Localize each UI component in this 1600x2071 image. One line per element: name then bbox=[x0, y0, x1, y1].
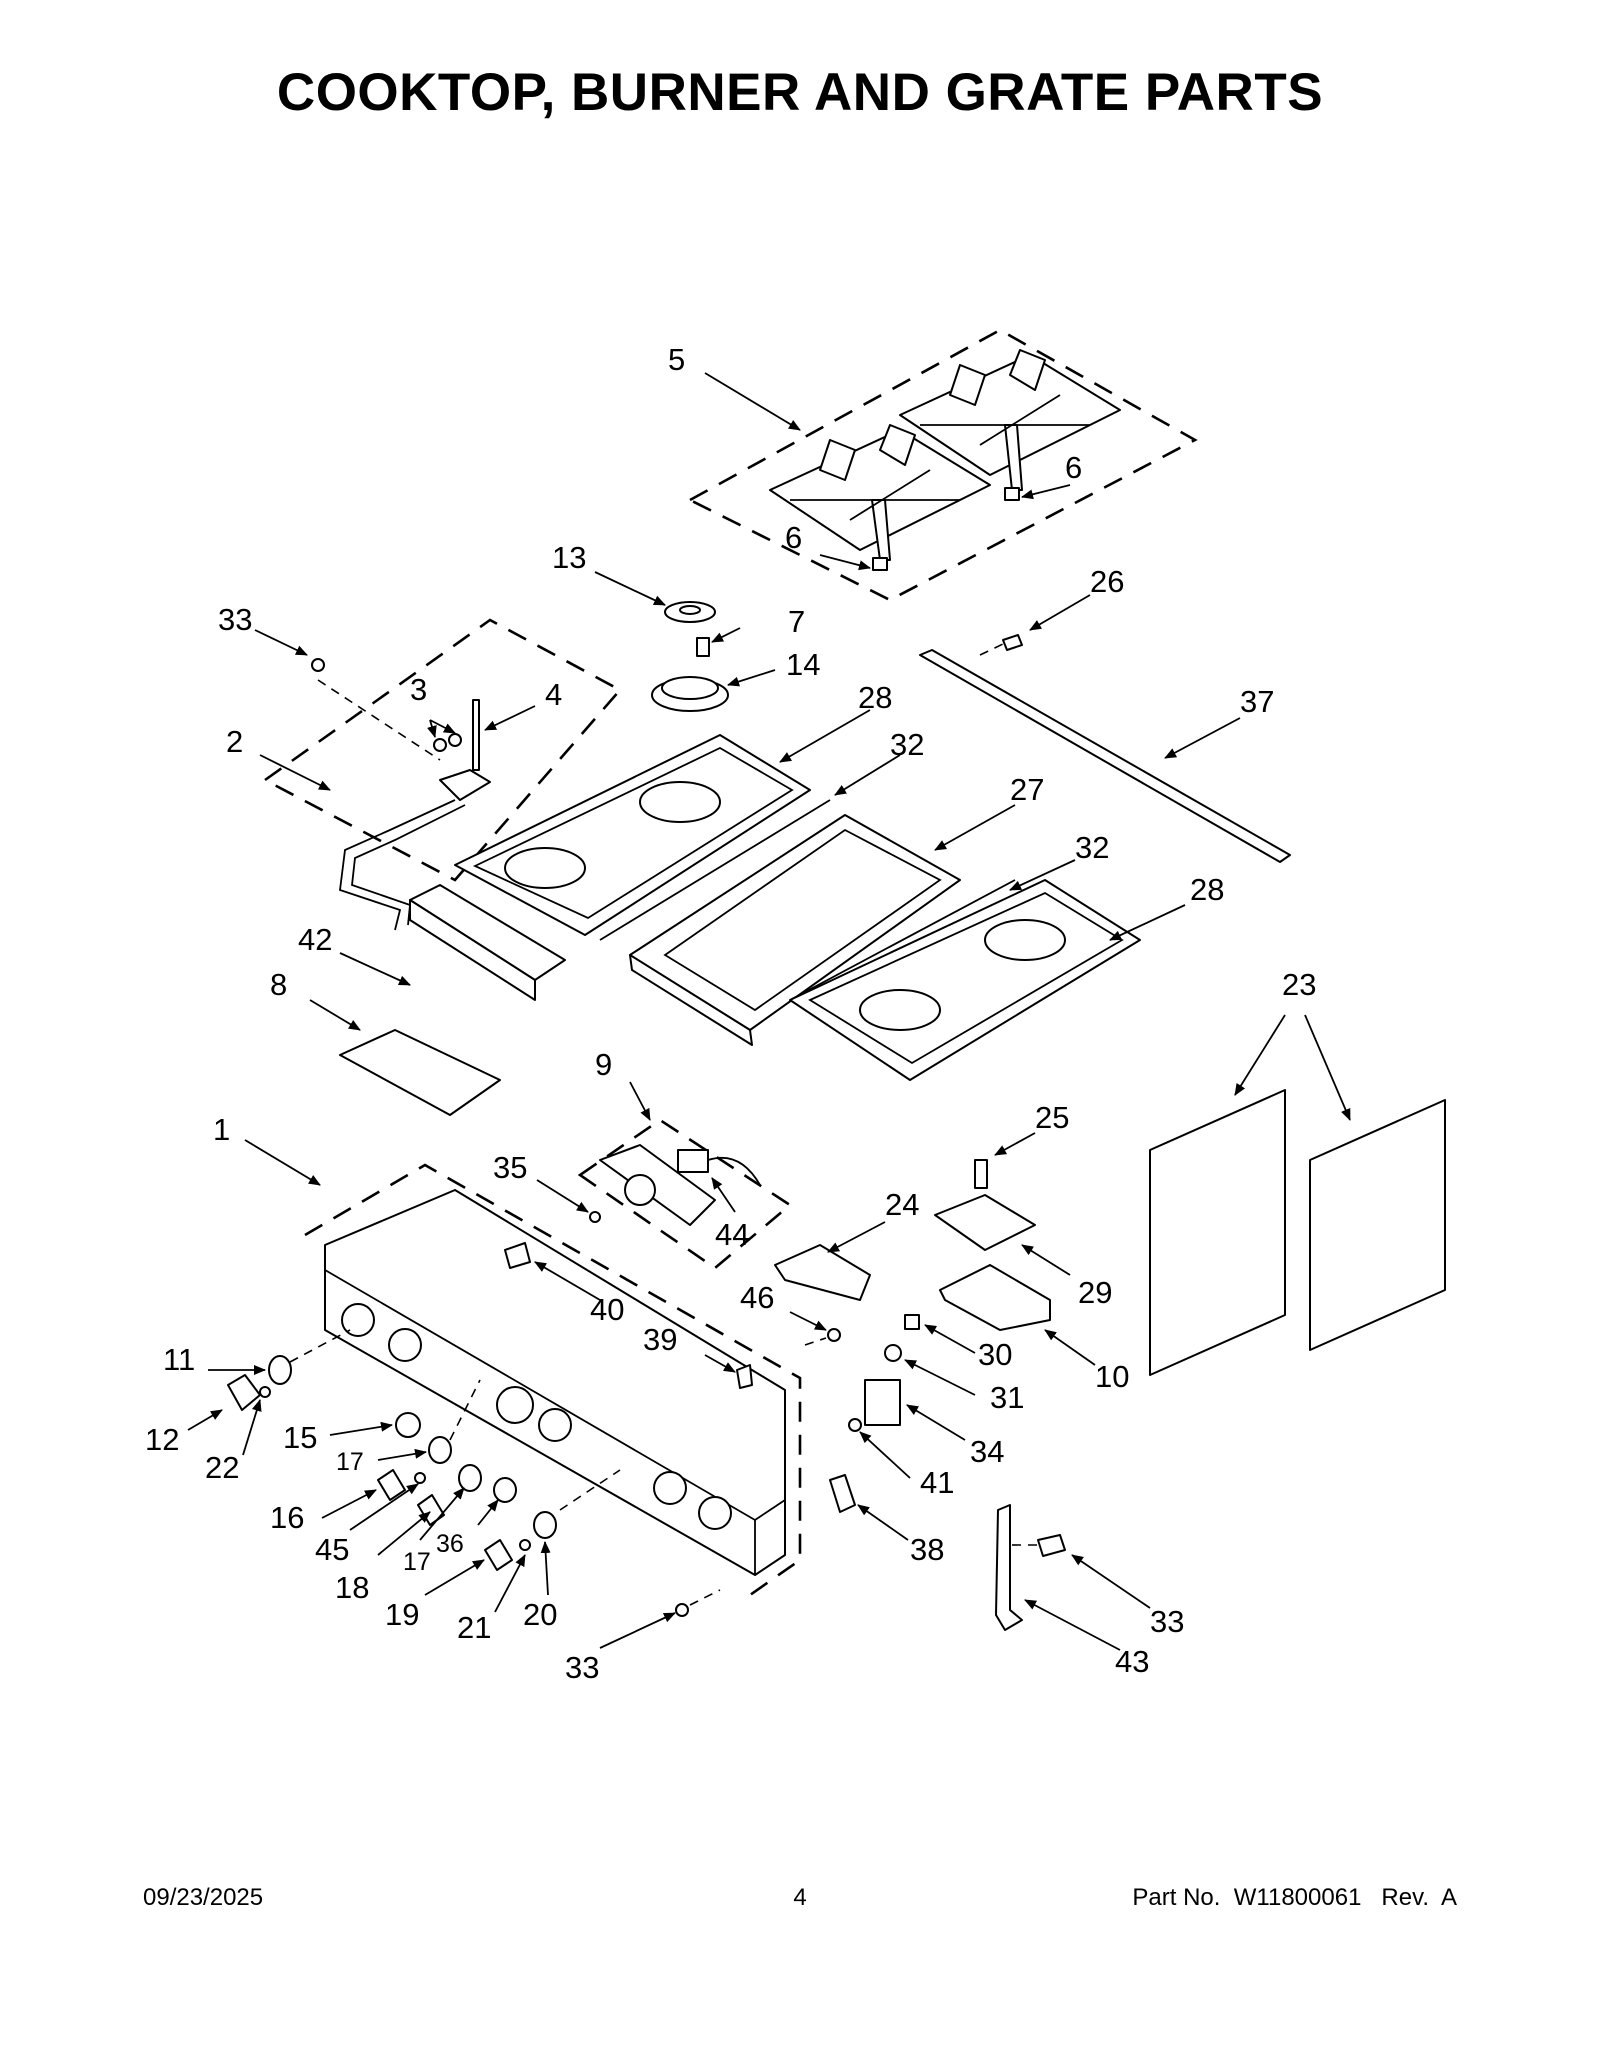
callout-3: 3 bbox=[410, 672, 427, 707]
page-title: COOKTOP, BURNER AND GRATE PARTS bbox=[276, 63, 1324, 122]
control-board bbox=[339, 884, 566, 1001]
callout-32-b: 32 bbox=[1075, 830, 1109, 865]
trim-strip-left bbox=[599, 799, 831, 941]
callout-18: 18 bbox=[335, 1570, 369, 1605]
grates-group bbox=[687, 328, 1198, 602]
callout-38: 38 bbox=[910, 1532, 944, 1567]
callout-33-a: 33 bbox=[218, 602, 252, 637]
callout-26: 26 bbox=[1090, 564, 1124, 599]
callout-15: 15 bbox=[283, 1420, 317, 1455]
grate-left bbox=[769, 424, 991, 571]
callout-23: 23 bbox=[1282, 967, 1316, 1002]
callout-41: 41 bbox=[920, 1465, 954, 1500]
callout-46: 46 bbox=[740, 1280, 774, 1315]
callout-29: 29 bbox=[1078, 1275, 1112, 1310]
control-panel bbox=[244, 1139, 802, 1597]
callout-34: 34 bbox=[970, 1434, 1004, 1469]
callout-32-a: 32 bbox=[890, 727, 924, 762]
callout-33-c: 33 bbox=[565, 1650, 599, 1685]
callout-5: 5 bbox=[668, 342, 685, 377]
callout-19: 19 bbox=[385, 1597, 419, 1632]
callout-9: 9 bbox=[595, 1047, 612, 1082]
footer-page-number: 4 bbox=[793, 1884, 807, 1911]
callout-13: 13 bbox=[552, 540, 586, 575]
burner-assembly bbox=[594, 571, 776, 712]
callout-20: 20 bbox=[523, 1597, 557, 1632]
trim-strip-right bbox=[789, 879, 1016, 1001]
callout-25: 25 bbox=[1035, 1100, 1069, 1135]
callout-22: 22 bbox=[205, 1450, 239, 1485]
callout-42: 42 bbox=[298, 922, 332, 957]
callout-14: 14 bbox=[786, 647, 820, 682]
knob-group bbox=[187, 1329, 621, 1613]
griddle bbox=[629, 804, 1016, 1046]
callout-30: 30 bbox=[978, 1337, 1012, 1372]
callout-11: 11 bbox=[163, 1342, 195, 1377]
callout-35: 35 bbox=[493, 1150, 527, 1185]
callout-10: 10 bbox=[1095, 1359, 1129, 1394]
burner-box-left bbox=[454, 709, 871, 936]
callout-6-b: 6 bbox=[785, 520, 802, 555]
callout-39: 39 bbox=[643, 1322, 677, 1357]
footer-part-number: Part No. W11800061 Rev. A bbox=[1132, 1884, 1457, 1911]
burner-box-right bbox=[789, 879, 1186, 1081]
callout-31: 31 bbox=[990, 1380, 1024, 1415]
grate-right bbox=[899, 349, 1121, 501]
callout-28-b: 28 bbox=[1190, 872, 1224, 907]
callout-44: 44 bbox=[715, 1217, 749, 1252]
right-parts-group bbox=[774, 1132, 1096, 1541]
callout-16: 16 bbox=[270, 1500, 304, 1535]
callout-45: 45 bbox=[315, 1532, 349, 1567]
callout-40: 40 bbox=[590, 1292, 624, 1327]
heat-shield bbox=[309, 999, 501, 1116]
callout-1: 1 bbox=[213, 1112, 230, 1147]
callout-6-a: 6 bbox=[1065, 450, 1082, 485]
manifold-group bbox=[254, 618, 623, 931]
callout-17-b: 17 bbox=[403, 1548, 431, 1576]
callout-4: 4 bbox=[545, 677, 562, 712]
callout-21: 21 bbox=[457, 1610, 491, 1645]
rear-rail bbox=[919, 594, 1291, 863]
callout-37: 37 bbox=[1240, 684, 1274, 719]
callout-27: 27 bbox=[1010, 772, 1044, 807]
spark-module-group bbox=[577, 1081, 793, 1270]
callout-36: 36 bbox=[436, 1530, 464, 1558]
callout-17-a: 17 bbox=[336, 1448, 364, 1476]
callout-12: 12 bbox=[145, 1422, 179, 1457]
callout-43: 43 bbox=[1115, 1644, 1149, 1679]
callout-8: 8 bbox=[270, 967, 287, 1002]
side-panels bbox=[1149, 1014, 1446, 1376]
callout-labels: 5 6 6 13 7 14 26 33 3 4 28 37 2 32 27 32… bbox=[145, 342, 1316, 1685]
callout-33-b: 33 bbox=[1150, 1604, 1184, 1639]
footer-date: 09/23/2025 bbox=[143, 1884, 264, 1911]
callout-28-a: 28 bbox=[858, 680, 892, 715]
bracket bbox=[599, 1504, 1151, 1651]
callout-7: 7 bbox=[788, 604, 805, 639]
callout-24: 24 bbox=[885, 1187, 919, 1222]
callout-2: 2 bbox=[226, 724, 243, 759]
